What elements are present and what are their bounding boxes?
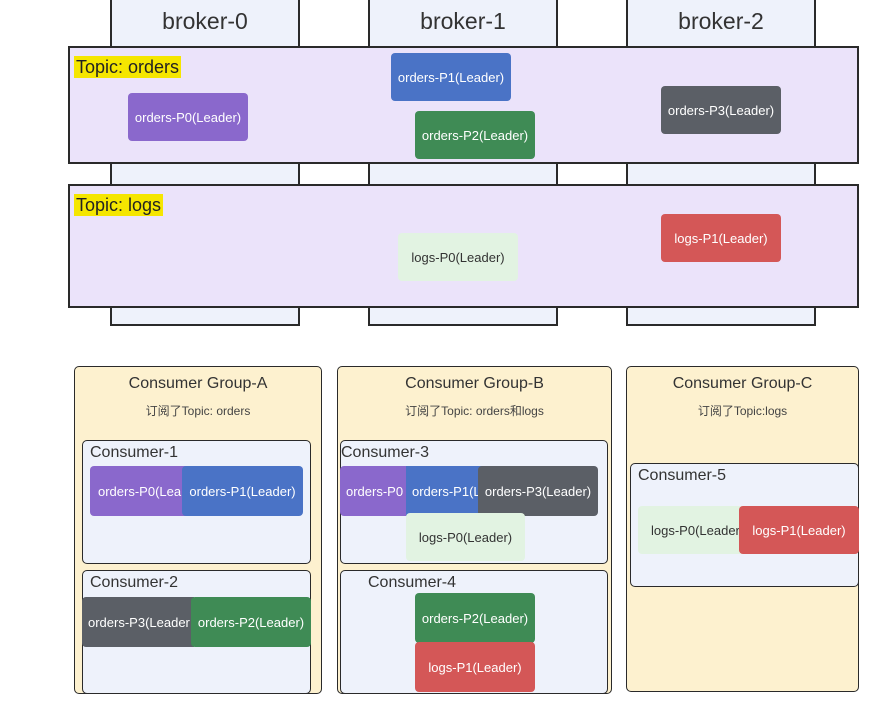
group-a-subtitle: 订阅了Topic: orders (145, 404, 251, 418)
broker-2-title: broker-2 (678, 8, 764, 34)
consumer-2-orders-p2: orders-P2(Leader) (191, 597, 311, 647)
topic-orders-label: Topic: orders (74, 56, 182, 78)
broker-1-title: broker-1 (420, 8, 506, 34)
consumer-4-logs-p1: logs-P1(Leader) (415, 642, 535, 692)
group-b-subtitle: 订阅了Topic: orders和logs (405, 404, 544, 418)
consumer-1-orders-p0: orders-P0(Lea (90, 466, 190, 516)
consumer-1-label: Consumer-1 (90, 444, 179, 461)
consumer-5-logs-p0: logs-P0(Leader (638, 506, 744, 554)
consumer-2-label: Consumer-2 (90, 574, 179, 591)
orders-p3-partition: orders-P3(Leader) (661, 86, 781, 134)
orders-p2-partition: orders-P2(Leader) (415, 111, 535, 159)
consumer-3-orders-p1: orders-P1(L (406, 466, 484, 516)
consumer-4-orders-p2: orders-P2(Leader) (415, 593, 535, 643)
logs-p0-partition: logs-P0(Leader) (398, 233, 518, 281)
consumer-3-orders-p3: orders-P3(Leader) (478, 466, 598, 516)
consumer-5-logs-p1: logs-P1(Leader) (739, 506, 859, 554)
orders-p0-partition: orders-P0(Leader) (128, 93, 248, 141)
consumer-3-logs-p0: logs-P0(Leader) (406, 513, 525, 561)
consumer-1-orders-p1: orders-P1(Leader) (182, 466, 303, 516)
consumer-2-orders-p3: orders-P3(Leader (82, 597, 194, 647)
group-c-subtitle: 订阅了Topic:logs (697, 404, 788, 418)
group-c-title: Consumer Group-C (672, 375, 813, 392)
consumer-3-label: Consumer-3 (341, 444, 430, 461)
logs-p1-partition: logs-P1(Leader) (661, 214, 781, 262)
topic-logs-label: Topic: logs (74, 194, 164, 216)
broker-0-title: broker-0 (162, 8, 248, 34)
group-b-title: Consumer Group-B (405, 375, 544, 392)
group-a-title: Consumer Group-A (128, 375, 268, 392)
consumer-5-label: Consumer-5 (638, 467, 727, 484)
orders-p1-partition: orders-P1(Leader) (391, 53, 511, 101)
consumer-4-label: Consumer-4 (368, 574, 457, 591)
consumer-3-orders-p0: orders-P0 (340, 466, 412, 516)
